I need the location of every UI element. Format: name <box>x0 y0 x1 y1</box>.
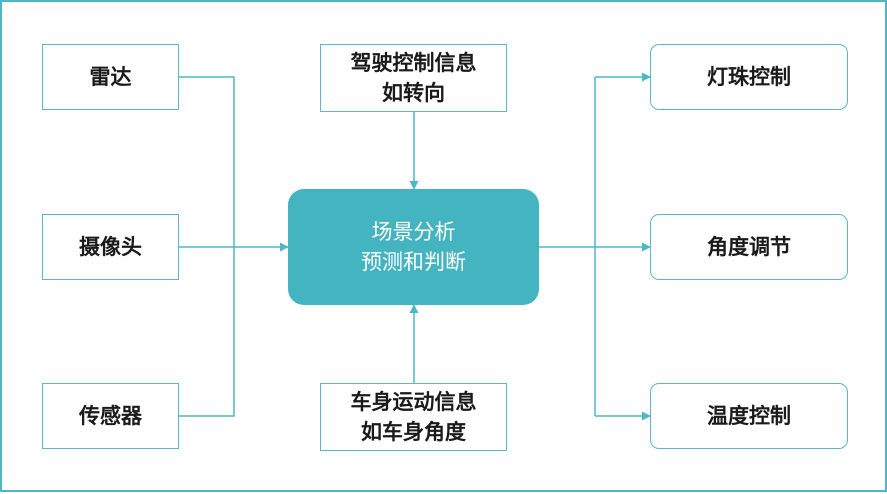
center-line1: 场景分析 <box>371 220 456 244</box>
input-radar-label: 雷达 <box>89 65 132 89</box>
output-angle-label: 角度调节 <box>707 235 791 259</box>
input-sensor-label: 传感器 <box>79 404 142 428</box>
input-sensor: 传感器 <box>42 383 179 449</box>
body-motion-line2: 如车身角度 <box>361 420 466 444</box>
driving-control-line2: 如转向 <box>382 81 445 105</box>
output-lamp-bead: 灯珠控制 <box>650 44 848 110</box>
output-temperature: 温度控制 <box>650 383 848 449</box>
center-line2: 预测和判断 <box>361 250 466 274</box>
body-motion-line1: 车身运动信息 <box>350 390 477 414</box>
input-driving-control: 驾驶控制信息 如转向 <box>320 44 507 112</box>
input-camera: 摄像头 <box>42 214 179 280</box>
output-angle: 角度调节 <box>650 214 848 280</box>
input-body-motion: 车身运动信息 如车身角度 <box>320 383 507 451</box>
connector-radar <box>179 76 235 247</box>
output-temperature-label: 温度控制 <box>707 404 791 428</box>
output-lamp-bead-label: 灯珠控制 <box>707 65 791 89</box>
center-analysis: 场景分析 预测和判断 <box>288 189 539 305</box>
driving-control-line1: 驾驶控制信息 <box>350 51 477 75</box>
connector-sensor <box>179 247 235 417</box>
input-camera-label: 摄像头 <box>79 235 142 259</box>
input-radar: 雷达 <box>42 44 179 110</box>
